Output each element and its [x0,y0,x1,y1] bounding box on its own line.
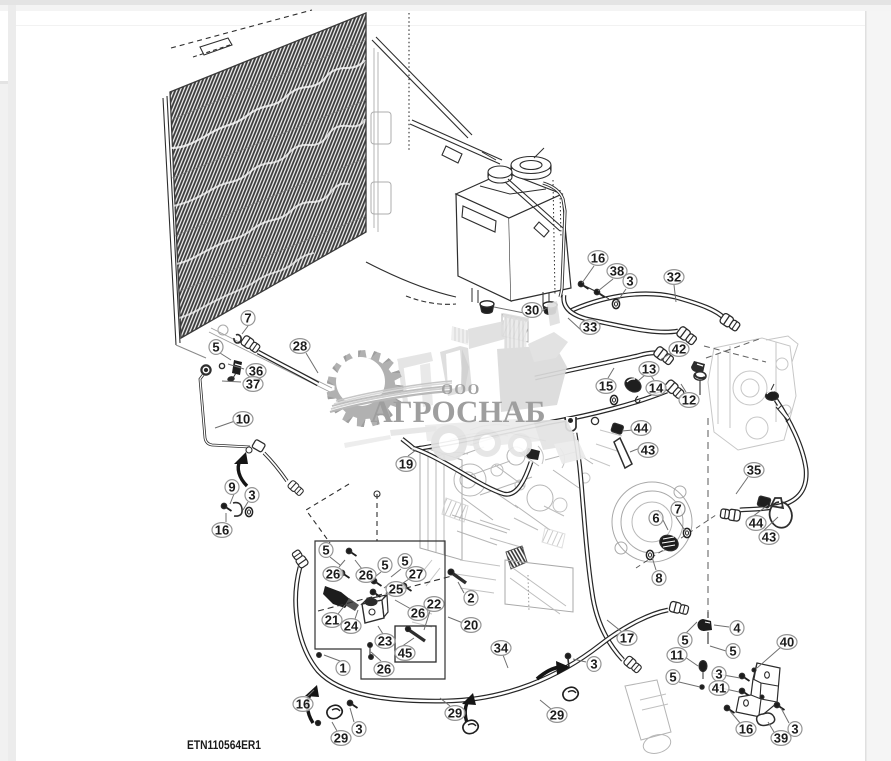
svg-text:35: 35 [747,463,761,478]
svg-text:ETN110564ER1: ETN110564ER1 [187,738,261,752]
svg-text:22: 22 [427,597,441,612]
svg-text:15: 15 [599,379,613,394]
svg-text:2: 2 [467,591,474,606]
svg-text:16: 16 [739,722,753,737]
svg-text:3: 3 [791,722,798,737]
svg-text:42: 42 [672,342,686,357]
svg-text:26: 26 [411,606,425,621]
svg-text:13: 13 [642,362,656,377]
svg-text:33: 33 [583,320,597,335]
svg-text:3: 3 [626,274,633,289]
svg-text:26: 26 [326,567,340,582]
svg-text:40: 40 [780,635,794,650]
svg-text:24: 24 [344,619,359,634]
svg-text:19: 19 [399,457,413,472]
svg-text:28: 28 [293,339,307,354]
svg-text:26: 26 [359,568,373,583]
svg-text:9: 9 [228,480,235,495]
svg-text:25: 25 [389,582,403,597]
svg-text:16: 16 [296,697,310,712]
svg-text:5: 5 [729,644,736,659]
svg-text:20: 20 [464,618,478,633]
svg-text:43: 43 [762,530,776,545]
svg-text:5: 5 [212,340,219,355]
svg-text:4: 4 [733,621,741,636]
svg-text:14: 14 [649,381,664,396]
svg-text:26: 26 [377,662,391,677]
svg-text:29: 29 [448,706,462,721]
svg-text:16: 16 [215,523,229,538]
svg-text:23: 23 [378,634,392,649]
svg-text:3: 3 [355,722,362,737]
svg-text:7: 7 [674,502,681,517]
svg-text:8: 8 [655,571,662,586]
svg-text:17: 17 [620,631,634,646]
svg-text:29: 29 [334,731,348,746]
svg-text:11: 11 [670,648,684,663]
svg-text:5: 5 [681,633,688,648]
svg-text:16: 16 [591,251,605,266]
svg-text:5: 5 [401,554,408,569]
svg-text:43: 43 [641,443,655,458]
svg-text:27: 27 [409,567,423,582]
svg-text:34: 34 [494,641,509,656]
svg-text:21: 21 [325,613,339,628]
svg-text:6: 6 [652,511,659,526]
svg-text:39: 39 [774,731,788,746]
svg-text:12: 12 [682,393,696,408]
svg-text:10: 10 [236,412,250,427]
svg-text:45: 45 [398,646,412,661]
svg-text:37: 37 [246,377,260,392]
svg-text:АГРОСНАБ: АГРОСНАБ [371,394,546,429]
svg-text:3: 3 [590,657,597,672]
svg-text:OOO: OOO [441,382,481,398]
svg-text:7: 7 [244,311,251,326]
svg-text:1: 1 [339,661,346,676]
svg-text:44: 44 [634,421,649,436]
svg-text:5: 5 [669,670,676,685]
svg-text:36: 36 [249,364,263,379]
svg-text:41: 41 [712,681,726,696]
svg-text:3: 3 [715,667,722,682]
svg-text:3: 3 [248,488,255,503]
svg-text:5: 5 [381,558,388,573]
svg-text:5: 5 [322,543,329,558]
svg-text:44: 44 [749,516,764,531]
svg-text:30: 30 [525,303,539,318]
svg-text:29: 29 [550,708,564,723]
svg-text:38: 38 [610,264,624,279]
svg-text:32: 32 [667,270,681,285]
